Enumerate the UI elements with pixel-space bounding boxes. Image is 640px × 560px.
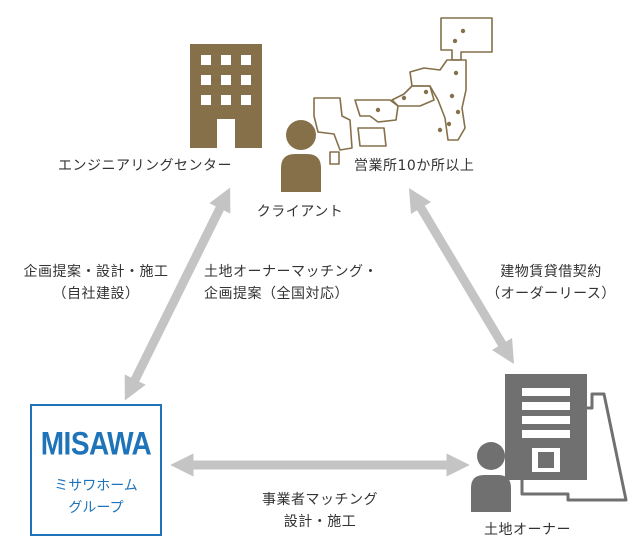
engineering-center-label: エンジニアリングセンター bbox=[58, 158, 232, 174]
arrow-offices-owner bbox=[409, 187, 514, 365]
arrow-engineering-misawa bbox=[124, 187, 231, 401]
owner-person-icon bbox=[471, 442, 511, 512]
bottom-edge-line1: 事業者マッチング bbox=[262, 492, 378, 508]
client-person-icon bbox=[281, 120, 321, 192]
offices-label: 営業所10か所以上 bbox=[354, 158, 475, 174]
left-edge-line2: （自社建設） bbox=[52, 286, 140, 302]
misawa-group-box: MISAWA ミサワホーム グループ bbox=[30, 404, 162, 536]
misawa-group-line1: ミサワホーム bbox=[54, 478, 138, 494]
center-edge-line1: 土地オーナーマッチング・ bbox=[204, 264, 378, 280]
right-edge-line1: 建物賃貸借契約 bbox=[500, 264, 602, 280]
japan-map-icon bbox=[313, 17, 493, 165]
building-icon bbox=[190, 44, 262, 148]
office-dots bbox=[375, 28, 466, 133]
misawa-logo: MISAWA bbox=[40, 425, 152, 462]
right-edge-line2: （オーダーリース） bbox=[486, 286, 616, 302]
land-owner-label: 土地オーナー bbox=[484, 522, 571, 538]
center-edge-line2: 企画提案（全国対応） bbox=[204, 286, 349, 302]
left-edge-line1: 企画提案・設計・施工 bbox=[23, 264, 169, 280]
misawa-group-line2: グループ bbox=[68, 500, 124, 516]
document-icon bbox=[505, 374, 628, 502]
bottom-edge-line2: 設計・施工 bbox=[283, 514, 357, 530]
client-label: クライアント bbox=[256, 204, 344, 220]
